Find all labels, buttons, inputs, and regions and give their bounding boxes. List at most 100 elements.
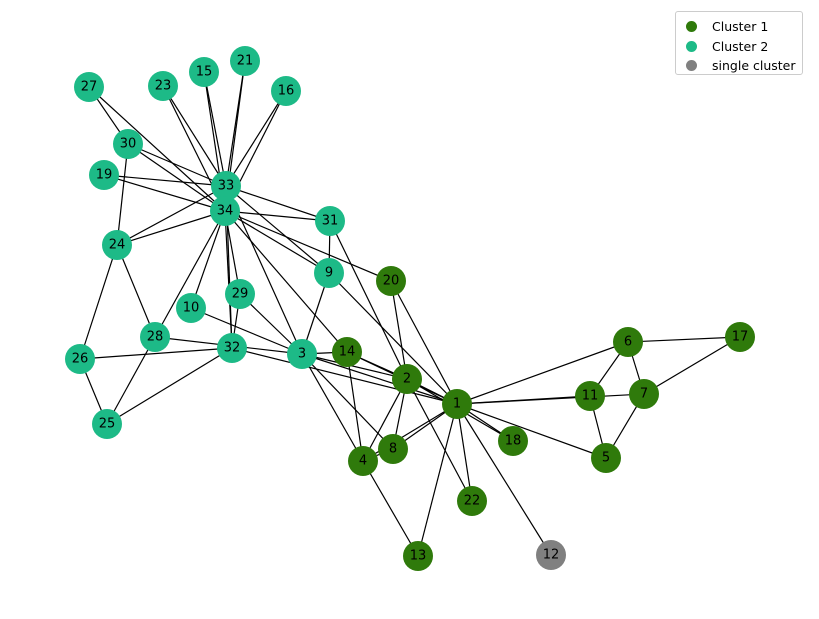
node-circle-20 xyxy=(376,266,406,296)
node-label-21: 21 xyxy=(237,54,254,69)
node-circle-17 xyxy=(725,322,755,352)
node-label-24: 24 xyxy=(109,238,126,253)
node-11: 11 xyxy=(575,381,605,411)
edge-4-13 xyxy=(362,460,419,557)
node-circle-11 xyxy=(575,381,605,411)
node-circle-4 xyxy=(348,446,378,476)
edge-2-20 xyxy=(390,280,408,380)
node-label-28: 28 xyxy=(147,330,164,345)
node-label-27: 27 xyxy=(81,80,98,95)
node-label-23: 23 xyxy=(155,79,172,94)
node-label-26: 26 xyxy=(72,352,89,367)
node-circle-13 xyxy=(403,541,433,571)
node-33: 33 xyxy=(211,171,241,201)
node-6: 6 xyxy=(613,327,643,357)
edge-27-34 xyxy=(88,86,226,212)
node-circle-26 xyxy=(65,344,95,374)
node-circle-28 xyxy=(140,322,170,352)
node-1: 1 xyxy=(442,389,472,419)
edge-3-8 xyxy=(301,353,394,450)
node-26: 26 xyxy=(65,344,95,374)
edge-1-13 xyxy=(417,403,458,557)
legend-label-cluster-2: Cluster 2 xyxy=(712,38,769,54)
node-12: 12 xyxy=(536,540,566,570)
node-circle-8 xyxy=(378,434,408,464)
node-21: 21 xyxy=(230,46,260,76)
node-label-18: 18 xyxy=(505,434,522,449)
node-label-15: 15 xyxy=(196,65,213,80)
edge-28-34 xyxy=(154,210,226,338)
node-7: 7 xyxy=(629,379,659,409)
node-circle-29 xyxy=(225,279,255,309)
node-circle-7 xyxy=(629,379,659,409)
node-circle-27 xyxy=(74,72,104,102)
edge-1-3 xyxy=(301,353,458,405)
node-circle-32 xyxy=(217,333,247,363)
node-circle-30 xyxy=(113,129,143,159)
edge-24-28 xyxy=(116,244,156,338)
node-2: 2 xyxy=(392,364,422,394)
legend-swatch-cluster-1 xyxy=(686,21,697,33)
node-label-31: 31 xyxy=(322,214,339,229)
node-circle-24 xyxy=(102,230,132,260)
node-circle-15 xyxy=(189,57,219,87)
node-circle-19 xyxy=(89,160,119,190)
edge-1-12 xyxy=(456,403,552,556)
node-label-5: 5 xyxy=(602,451,610,466)
node-label-7: 7 xyxy=(640,387,648,402)
node-circle-22 xyxy=(457,486,487,516)
edge-24-34 xyxy=(116,210,226,246)
node-17: 17 xyxy=(725,322,755,352)
node-circle-12 xyxy=(536,540,566,570)
edge-15-33 xyxy=(203,71,227,187)
node-14: 14 xyxy=(332,337,362,367)
edge-1-6 xyxy=(456,341,629,405)
edge-1-22 xyxy=(456,403,473,502)
node-24: 24 xyxy=(102,230,132,260)
node-label-22: 22 xyxy=(464,494,481,509)
node-circle-21 xyxy=(230,46,260,76)
legend-item-cluster-1: Cluster 1 xyxy=(686,17,802,37)
node-16: 16 xyxy=(271,76,301,106)
edge-31-34 xyxy=(224,210,331,222)
node-label-29: 29 xyxy=(232,287,249,302)
edge-3-4 xyxy=(301,353,364,462)
node-circle-25 xyxy=(92,409,122,439)
node-label-11: 11 xyxy=(582,389,599,404)
node-27: 27 xyxy=(74,72,104,102)
edge-7-17 xyxy=(643,336,741,395)
edge-2-22 xyxy=(406,378,473,502)
node-circle-18 xyxy=(498,426,528,456)
edge-24-30 xyxy=(116,143,129,246)
node-4: 4 xyxy=(348,446,378,476)
node-label-12: 12 xyxy=(543,548,560,563)
node-23: 23 xyxy=(148,71,178,101)
node-circle-6 xyxy=(613,327,643,357)
node-label-20: 20 xyxy=(383,274,400,289)
legend-item-single-cluster: single cluster xyxy=(686,56,802,76)
node-30: 30 xyxy=(113,129,143,159)
node-13: 13 xyxy=(403,541,433,571)
legend-label-cluster-1: Cluster 1 xyxy=(712,19,769,35)
node-circle-9 xyxy=(314,258,344,288)
node-label-32: 32 xyxy=(224,341,241,356)
node-22: 22 xyxy=(457,486,487,516)
node-circle-5 xyxy=(591,443,621,473)
edge-23-33 xyxy=(162,85,227,187)
node-label-10: 10 xyxy=(183,301,200,316)
node-15: 15 xyxy=(189,57,219,87)
node-29: 29 xyxy=(225,279,255,309)
node-label-4: 4 xyxy=(359,454,367,469)
node-label-33: 33 xyxy=(218,179,235,194)
node-label-30: 30 xyxy=(120,137,137,152)
node-34: 34 xyxy=(210,196,240,226)
edge-9-34 xyxy=(224,210,330,274)
edge-1-20 xyxy=(390,280,458,405)
node-circle-16 xyxy=(271,76,301,106)
node-circle-1 xyxy=(442,389,472,419)
edge-2-3 xyxy=(301,353,408,380)
node-label-3: 3 xyxy=(298,347,306,362)
node-label-13: 13 xyxy=(410,549,427,564)
